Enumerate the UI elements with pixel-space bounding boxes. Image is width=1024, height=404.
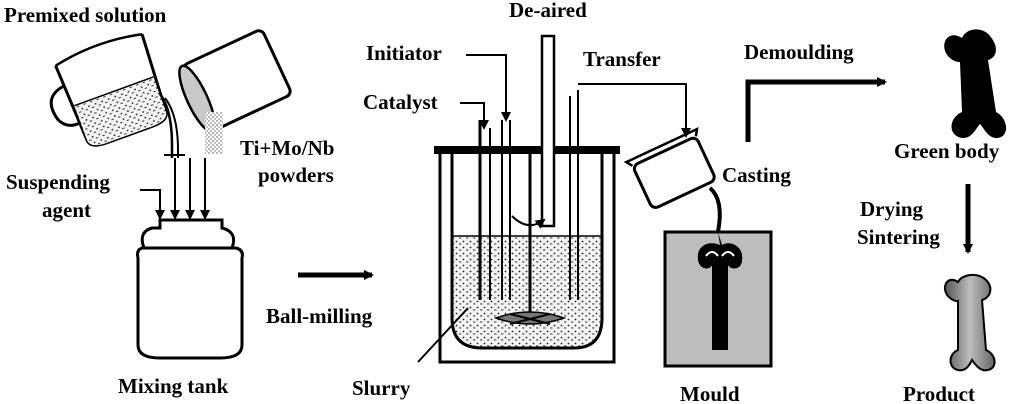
casting-ladle: [623, 127, 722, 233]
slurry-label: Slurry: [352, 376, 411, 400]
product-bone: [943, 274, 996, 372]
initiator-label: Initiator: [366, 41, 442, 65]
catalyst-label: Catalyst: [363, 90, 438, 114]
suspending-agent-label-line2: agent: [42, 198, 91, 222]
mould: [663, 230, 773, 368]
reactor-pointers: [417, 54, 691, 363]
powder-container: [178, 29, 292, 154]
suspending-agent-label-line1: Suspending: [6, 170, 110, 194]
powders-label-line2: powders: [258, 163, 334, 187]
demoulding-label: Demoulding: [744, 40, 854, 64]
mould-label: Mould: [680, 382, 740, 404]
de-aired-label: De-aired: [509, 0, 587, 22]
sintering-label: Sintering: [857, 225, 940, 249]
powders-label-line1: Ti+Mo/Nb: [240, 136, 334, 160]
premixed-solution-beaker: [49, 32, 179, 158]
ball-milling-reactor: [434, 34, 620, 364]
drying-label: Drying: [860, 197, 924, 221]
feed-lines: [140, 154, 210, 220]
green-body-label: Green body: [894, 139, 1000, 163]
demoulding-arrow: [745, 77, 887, 142]
product-label: Product: [903, 382, 975, 404]
casting-label: Casting: [722, 163, 791, 187]
ball-milling-label: Ball-milling: [266, 304, 373, 328]
mixing-tank: [136, 218, 244, 360]
green-body-bone: [944, 29, 1007, 139]
transfer-label: Transfer: [583, 47, 661, 71]
mixing-tank-label: Mixing tank: [118, 374, 229, 398]
premixed-solution-label: Premixed solution: [4, 3, 167, 27]
